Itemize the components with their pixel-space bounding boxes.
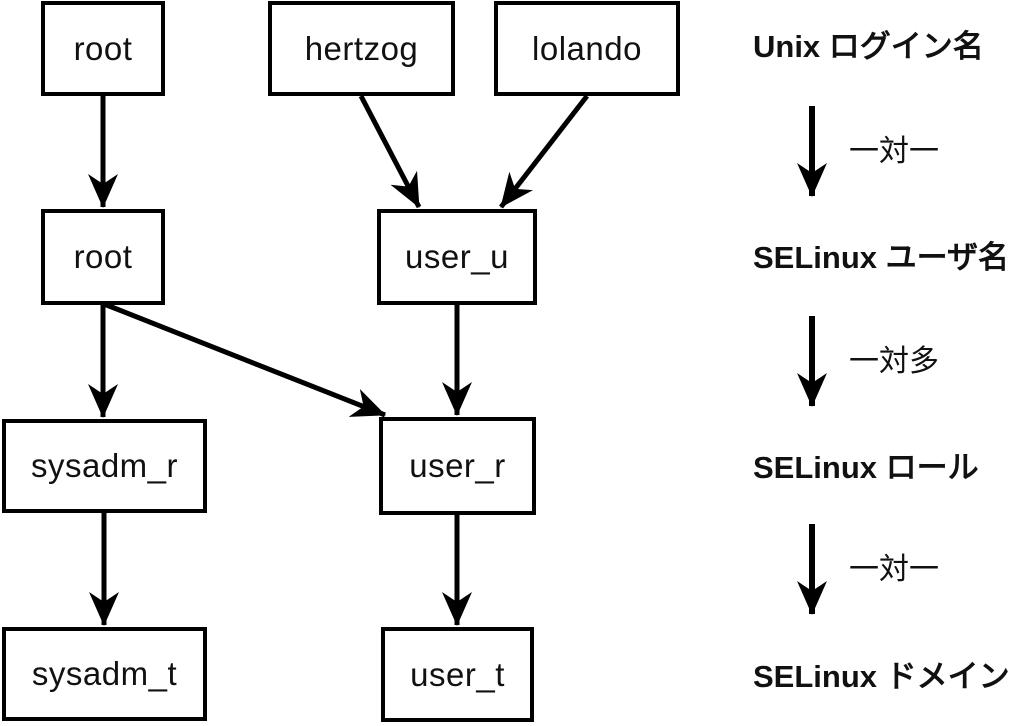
node-login-root: root	[41, 1, 165, 96]
legend-level-unix-login: Unix ログイン名	[753, 29, 984, 64]
edge-login-hertzog-to-user_u	[358, 94, 422, 209]
legend-relation-one-to-many: 一対多	[849, 345, 939, 378]
node-selinux-user-root: root	[41, 209, 165, 305]
node-role-user_r: user_r	[379, 417, 536, 515]
node-domain-user_t: user_t	[381, 627, 534, 722]
legend-level-selinux-domain: SELinux ドメイン	[753, 659, 1010, 694]
edge-user-root-to-user_r	[103, 301, 386, 418]
legend-relation-one-to-one-2: 一対一	[849, 553, 939, 586]
node-login-lolando: lolando	[494, 1, 680, 96]
edge-login-lolando-to-user_u	[499, 94, 589, 209]
node-selinux-user-user_u: user_u	[377, 209, 537, 305]
node-login-hertzog: hertzog	[268, 1, 455, 96]
node-domain-sysadm_t: sysadm_t	[2, 627, 207, 721]
legend-level-selinux-user: SELinux ユーザ名	[753, 240, 1010, 275]
node-role-sysadm_r: sysadm_r	[2, 419, 207, 513]
legend-relation-one-to-one-1: 一対一	[849, 135, 939, 168]
legend-level-selinux-role: SELinux ロール	[753, 450, 979, 485]
